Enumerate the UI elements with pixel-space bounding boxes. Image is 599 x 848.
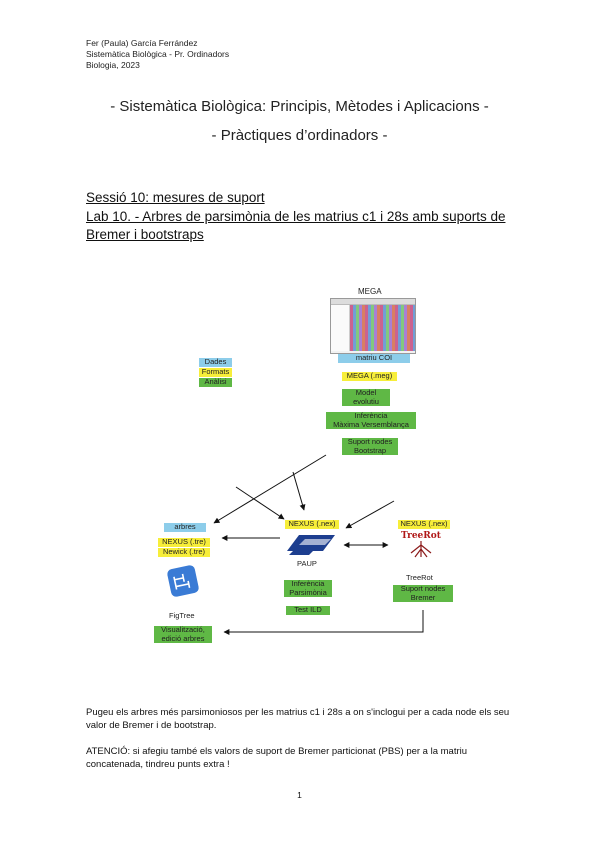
session-heading: Sessió 10: mesures de suport <box>86 190 265 205</box>
arrow-mega-to-figtree <box>213 454 327 524</box>
course-name: Sistemàtica Biològica - Pr. Ordinadors <box>86 49 230 59</box>
page-number: 1 <box>297 790 302 800</box>
treerot-format: NEXUS (.nex) <box>398 519 450 529</box>
arrow-mega-to-paup <box>292 471 306 511</box>
page-subtitle: - Pràctiques d’ordinadors - <box>211 127 388 144</box>
treerot-logo: TreeRot <box>401 531 441 559</box>
paup-label: PAUP <box>297 559 317 568</box>
legend-formats: Formats <box>199 367 232 377</box>
paup-format: NEXUS (.nex) <box>285 519 339 529</box>
figtree-trees: arbres <box>164 522 206 532</box>
figtree-format-nexus: NEXUS (.tre) <box>158 537 210 547</box>
paup-logo <box>285 531 341 557</box>
legend-data: Dades <box>199 357 232 367</box>
arrow-treerot-to-paup <box>345 500 395 529</box>
arrow-diag-to-paup <box>235 486 285 520</box>
legend-analysis: Anàlisi <box>199 377 232 387</box>
extra-credit-paragraph: ATENCIÓ: si afegiu també els valors de s… <box>86 746 468 770</box>
treerot-label: TreeRot <box>406 573 433 582</box>
author-name: Fer (Paula) García Ferrández <box>86 38 198 48</box>
course-year: Biologia, 2023 <box>86 60 140 70</box>
arrow-treerot-to-figtree <box>223 610 424 635</box>
page-title: - Sistemàtica Biològica: Principis, Mèto… <box>110 98 489 115</box>
figtree-label: FigTree <box>169 611 195 620</box>
mega-format: MEGA (.meg) <box>342 371 397 381</box>
paup-test: Test ILD <box>286 605 330 615</box>
mega-matrix: matriu COI <box>338 353 410 363</box>
instructions-paragraph: Pugeu els arbres més parsimoniosos per l… <box>86 707 510 731</box>
mega-label: MEGA <box>358 287 382 296</box>
figtree-format-newick: Newick (.tre) <box>158 547 210 557</box>
figtree-visual: Visualització,edició arbres <box>154 625 212 643</box>
mega-screenshot <box>330 298 416 354</box>
lab-heading: Lab 10. - Arbres de parsimònia de les ma… <box>86 209 506 242</box>
figtree-logo <box>166 564 200 598</box>
